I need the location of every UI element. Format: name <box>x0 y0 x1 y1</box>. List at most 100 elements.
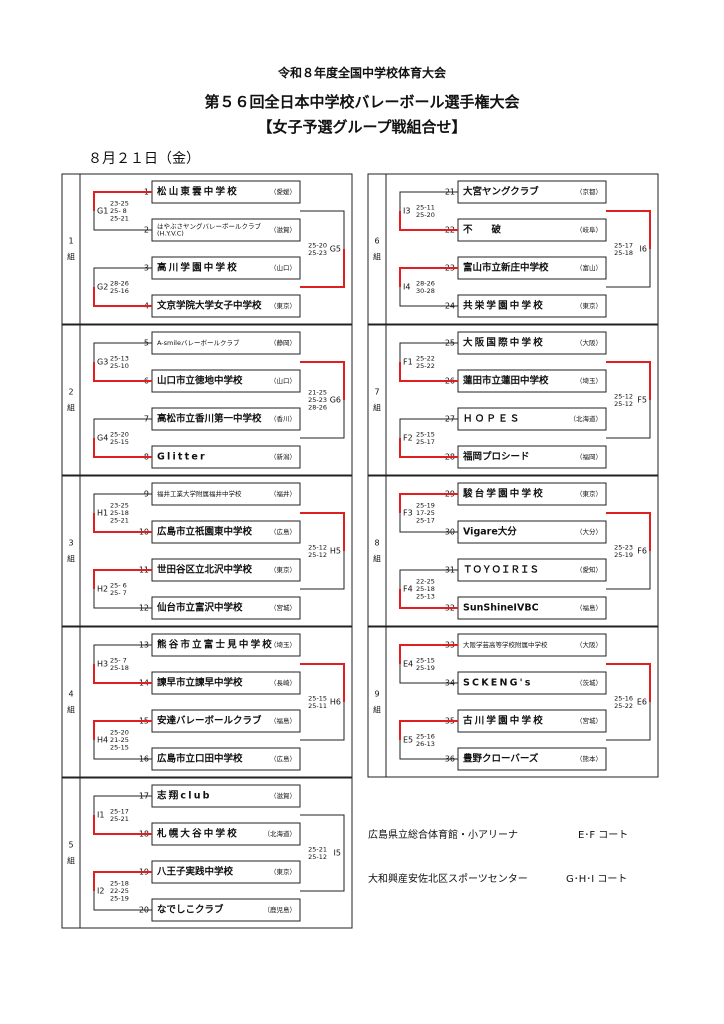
group-1-team-pref-3: （山口） <box>270 263 296 272</box>
group-7-final-scores: 25-12 <box>614 400 633 408</box>
group-2-team-pref-2: （山口） <box>270 376 296 385</box>
group-5-team-name-1: 志翔club <box>157 790 212 802</box>
group-2-team-name-3: 高松市立香川第一中学校 <box>157 413 262 425</box>
group-6-pair-2-top-line <box>399 267 458 287</box>
group-6-pair-2-bottom-line <box>399 287 458 307</box>
group-8-team-pref-1: （東京） <box>576 489 602 498</box>
group-9-pair-2-code: E5 <box>403 736 413 745</box>
group-5-pair-1-scores: 25-21 <box>110 815 129 823</box>
group-7-team-name-1: 大阪国際中学校 <box>463 337 545 349</box>
group-3-label: 組 <box>67 554 75 564</box>
group-8-final-top-line <box>606 512 651 551</box>
group-6-final-top-line <box>606 210 651 249</box>
group-4-final-scores: 25-15 <box>308 694 327 702</box>
group-4-pair-2-bottom-line <box>93 740 152 760</box>
group-6-pair-1-top-line <box>399 191 458 211</box>
group-7-team-pref-1: （大阪） <box>576 338 602 347</box>
group-3-pair-2-scores: 25- 7 <box>110 589 127 597</box>
group-8-label: 8 <box>374 539 379 548</box>
group-6-team-name-4: 共栄学園中学校 <box>463 300 545 312</box>
group-8-final-scores: 25-23 <box>614 543 633 551</box>
draw-title: 【女子予選グループ戦組合せ】 <box>257 118 467 136</box>
group-3-pair-1-scores: 25-21 <box>110 517 129 525</box>
group-1-team-name-3: 高川学園中学校 <box>157 262 239 274</box>
group-5-pair-1-code: I1 <box>97 811 104 820</box>
group-9-team-pref-3: （宮城） <box>576 716 602 725</box>
group-5-pair-2-scores: 25-18 <box>110 880 129 888</box>
group-2-pair-2-scores: 25-15 <box>110 438 129 446</box>
group-2-team-pref-4: （新潟） <box>270 452 296 461</box>
group-4-team-name-2: 諫早市立諫早中学校 <box>157 677 243 689</box>
venue-name-1: 広島県立総合体育館・小アリーナ <box>368 830 518 841</box>
group-9-final-code: E6 <box>637 698 647 707</box>
group-7-team-name-4: 福岡プロシード <box>462 451 530 463</box>
group-5-pair-2-scores: 25-19 <box>110 895 129 903</box>
group-4-pair-2-scores: 25-20 <box>110 729 129 737</box>
group-7-pair-1-code: F1 <box>403 358 413 367</box>
group-8-pair-2-scores: 25-13 <box>416 593 435 601</box>
group-4-team-name-4: 広島市立口田中学校 <box>157 753 243 765</box>
group-9-team-name-4: 豊野クローバーズ <box>463 753 539 765</box>
group-4-final-top-line <box>300 663 345 702</box>
group-3-final-scores: 25-12 <box>308 551 327 559</box>
group-4-team-pref-1: （埼玉） <box>270 640 296 649</box>
group-2-pair-2-bottom-line <box>93 438 152 458</box>
group-3-team-pref-1: （福井） <box>270 489 296 498</box>
group-5-pair-2-code: I2 <box>97 887 104 896</box>
group-4-final-scores: 25-11 <box>308 702 327 710</box>
group-1-label: 組 <box>67 252 75 262</box>
group-2-label: 2 <box>68 388 73 397</box>
group-8-pair-2-scores: 22-25 <box>416 578 435 586</box>
group-6-final-code: I6 <box>640 245 647 254</box>
group-2-final-bottom-line <box>300 400 345 439</box>
group-1-pair-1-scores: 25-21 <box>110 215 129 223</box>
group-1-team-pref-2: （滋賀） <box>270 225 296 234</box>
group-2-team-name-2: 山口市立徳地中学校 <box>157 375 243 387</box>
group-5-pair-2-scores: 22-25 <box>110 887 129 895</box>
group-7-pair-2-bottom-line <box>399 438 458 458</box>
group-9-pair-2-bottom-line <box>399 740 458 760</box>
group-2-final-scores: 25-23 <box>308 396 327 404</box>
group-7-pair-2-code: F2 <box>403 434 413 443</box>
group-7-team-name-2: 蓮田市立蓮田中学校 <box>463 375 549 387</box>
meet-title: 令和８年度全国中学校体育大会 <box>277 66 446 80</box>
group-2-pair-1-scores: 25-10 <box>110 362 129 370</box>
group-4-pair-1-top-line <box>93 644 152 664</box>
group-8-team-pref-2: （大分） <box>576 527 602 536</box>
venue-courts-2: G･H･I コート <box>566 874 628 885</box>
group-8-pair-1-code: F3 <box>403 509 413 518</box>
group-9-pair-2-scores: 26-13 <box>416 740 435 748</box>
group-4-pair-2-scores: 25-15 <box>110 744 129 752</box>
group-9-team-pref-4: （熊本） <box>576 754 602 763</box>
group-5-team-pref-2: （北海道） <box>264 829 297 838</box>
group-3-pair-1-bottom-line <box>93 513 152 533</box>
group-4-pair-1-code: H3 <box>97 660 108 669</box>
group-3-team-pref-2: （広島） <box>270 527 296 536</box>
group-9-pair-1-bottom-line <box>399 664 458 684</box>
group-6-pair-1-bottom-line <box>399 211 458 231</box>
group-5-pair-2-top-line <box>93 871 152 891</box>
group-9-final-bottom-line <box>606 702 651 741</box>
group-4-team-name-1: 熊谷市立富士見中学校 <box>157 639 274 651</box>
venue-courts-1: E･F コート <box>578 830 629 841</box>
group-8-team-name-4: SunShineIVBC <box>463 603 539 614</box>
group-5-final-bottom-line <box>300 853 345 892</box>
group-2-final-code: G6 <box>330 396 341 405</box>
group-8-pair-1-bottom-line <box>399 513 458 533</box>
group-7-team-pref-3: （北海道） <box>570 414 603 423</box>
group-8-final-code: F6 <box>637 547 647 556</box>
group-1-final-scores: 25-20 <box>308 241 327 249</box>
group-1-pair-1-bottom-line <box>93 211 152 231</box>
championship-title: 第５６回全日本中学校バレーボール選手権大会 <box>204 93 520 111</box>
group-4-final-code: H6 <box>330 698 341 707</box>
group-4-label: 4 <box>68 690 73 699</box>
group-6-team-name-3: 富山市立新庄中学校 <box>463 262 549 274</box>
group-3-pair-2-top-line <box>93 569 152 589</box>
group-3-label: 3 <box>68 539 73 548</box>
group-4-pair-1-scores: 25- 7 <box>110 656 127 664</box>
group-9-team-name-2: SCKENG's <box>463 678 533 689</box>
group-5-team-name-2: 札幌大谷中学校 <box>156 828 239 840</box>
group-9-team-pref-1: （大阪） <box>576 640 602 649</box>
group-5-final-code: I5 <box>334 849 341 858</box>
